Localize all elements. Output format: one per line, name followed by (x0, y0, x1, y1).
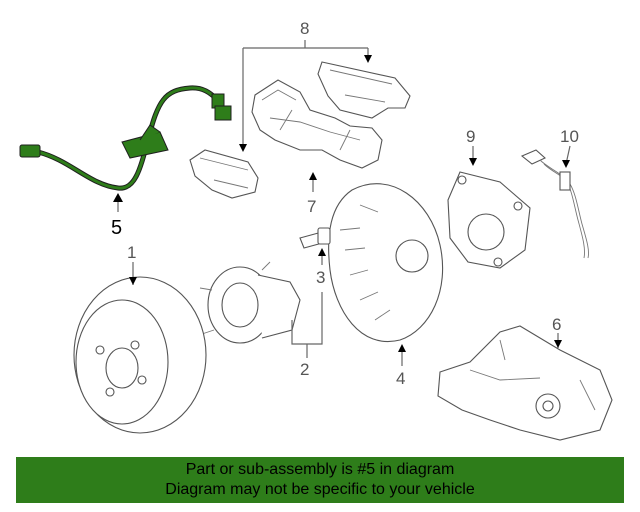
callout-2[interactable]: 2 (300, 360, 309, 379)
parts-diagram: 5 8 7 9 10 (19, 19, 613, 441)
part-2-hub-bearing[interactable] (199, 261, 301, 344)
part-6-brake-caliper[interactable] (437, 325, 613, 441)
part-9-backing-bracket[interactable] (447, 171, 531, 269)
callout-6[interactable]: 6 (552, 315, 561, 334)
notice-banner: Part or sub-assembly is #5 in diagram Di… (16, 457, 624, 503)
part-8-brake-pad-lower[interactable] (189, 149, 259, 199)
part-10-sensor-cable[interactable] (520, 149, 589, 259)
callout-8[interactable]: 8 (300, 19, 309, 38)
leader-2 (291, 292, 323, 358)
part-3-bolt[interactable] (299, 227, 331, 249)
part-8-brake-pad-upper[interactable] (317, 61, 411, 119)
callout-7[interactable]: 7 (307, 197, 316, 216)
banner-line-1: Part or sub-assembly is #5 in diagram (185, 461, 455, 478)
callout-4[interactable]: 4 (396, 369, 405, 388)
callout-3[interactable]: 3 (316, 268, 325, 287)
leader-8 (242, 40, 369, 150)
callout-1[interactable]: 1 (127, 243, 136, 262)
leader-5-arrow (113, 193, 123, 202)
callout-5[interactable]: 5 (111, 217, 122, 239)
part-5-speed-sensor-harness[interactable] (19, 85, 232, 191)
part-1-brake-rotor[interactable] (73, 276, 207, 434)
banner-line-2: Diagram may not be specific to your vehi… (165, 481, 475, 498)
part-7-caliper-bracket[interactable] (251, 79, 383, 169)
callout-10[interactable]: 10 (560, 127, 579, 146)
part-4-dust-shield[interactable] (328, 183, 444, 343)
callout-9[interactable]: 9 (466, 127, 475, 146)
